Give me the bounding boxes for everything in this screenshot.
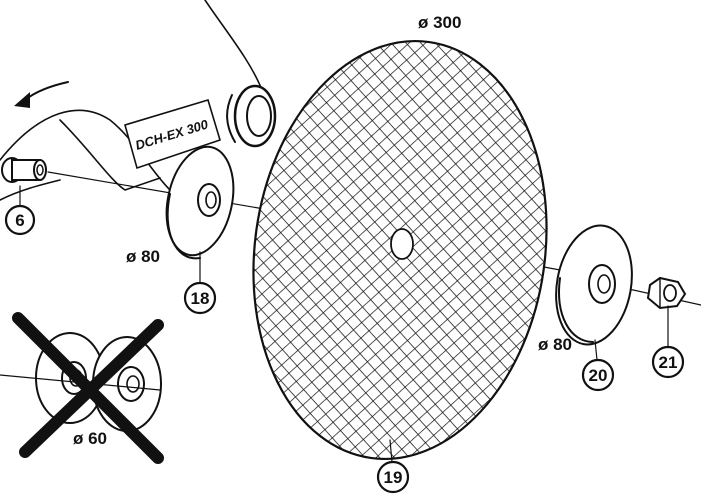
callout-6: 6 xyxy=(6,206,34,234)
callout-18: 18 xyxy=(185,283,215,313)
disc-dimension-label: ø 300 xyxy=(418,13,461,32)
machine-flange xyxy=(227,86,275,146)
inner-flange xyxy=(157,141,242,262)
outer-flange-dimension-label: ø 80 xyxy=(538,335,572,354)
diamond-disc xyxy=(227,22,573,478)
rotation-arrow-icon xyxy=(14,82,68,108)
inner-flange-dimension-label: ø 80 xyxy=(126,247,160,266)
callout-21: 21 xyxy=(653,347,683,377)
hex-nut xyxy=(648,278,685,308)
incorrect-dimension-label: ø 60 xyxy=(73,429,107,448)
callout-19: 19 xyxy=(378,462,408,492)
callout-19-number: 19 xyxy=(384,468,403,487)
callout-20: 20 xyxy=(583,360,613,390)
callout-18-number: 18 xyxy=(191,289,210,308)
outer-flange xyxy=(547,219,641,350)
callout-20-number: 20 xyxy=(589,366,608,385)
callout-6-number: 6 xyxy=(15,211,24,230)
callout-21-number: 21 xyxy=(659,353,678,372)
incorrect-example: ø 60 xyxy=(0,318,161,458)
spindle xyxy=(2,158,46,182)
